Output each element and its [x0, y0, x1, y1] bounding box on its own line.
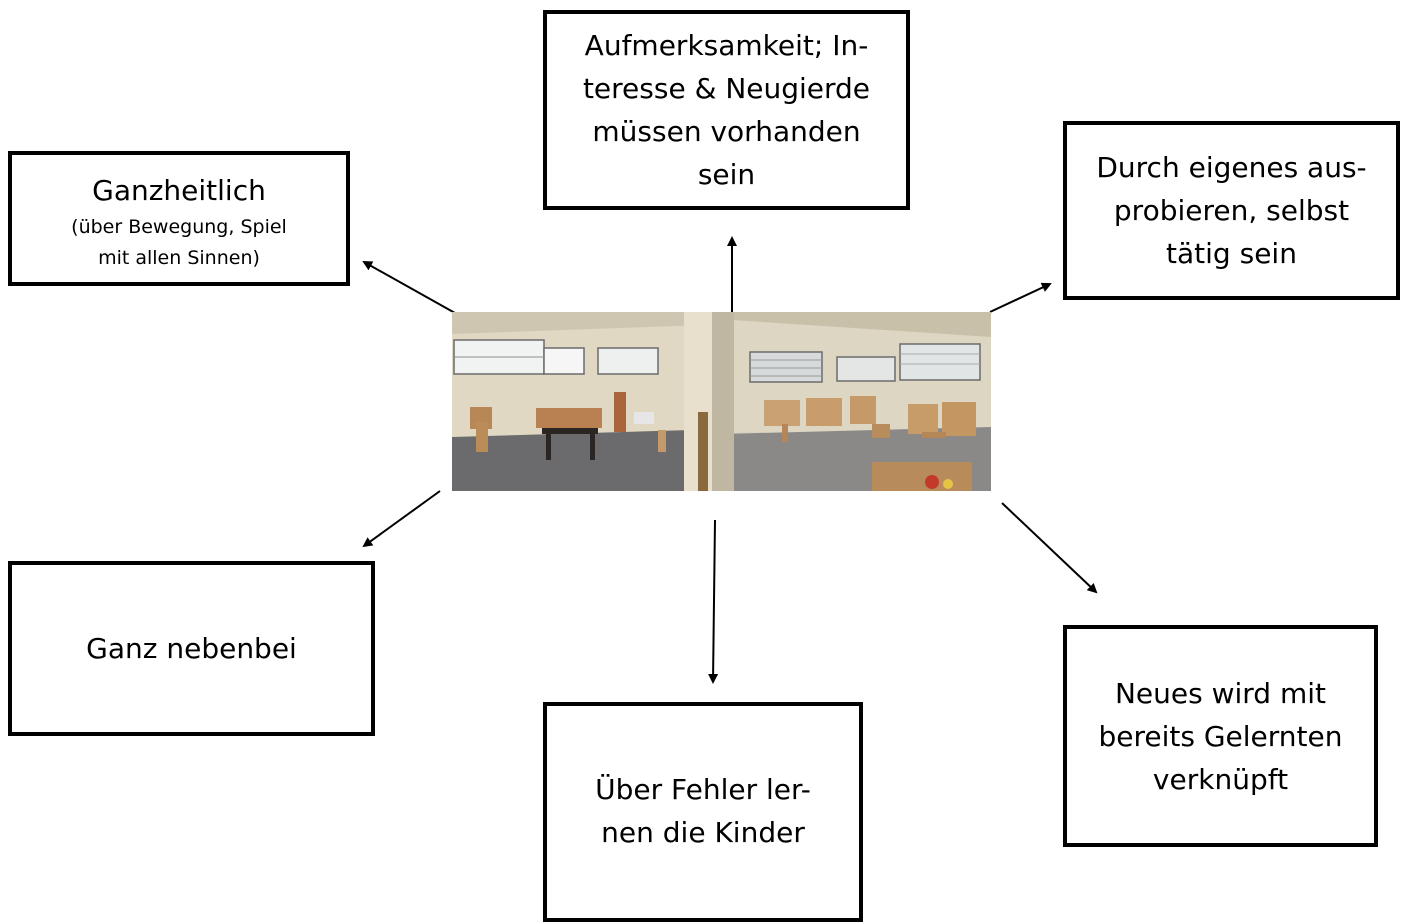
- arrow-to-fehler: [708, 519, 719, 684]
- node-text-line: probieren, selbst: [1113, 194, 1350, 227]
- node-subtext-line: mit allen Sinnen): [98, 247, 260, 269]
- node-attention-interest: Aufmerksamkeit; In- teresse & Neugierde …: [543, 10, 910, 210]
- node-trying-out: Durch eigenes aus- probieren, selbst tät…: [1063, 121, 1400, 300]
- node-text-line: verknüpft: [1152, 762, 1289, 796]
- arrow-to-nebenbei: [362, 490, 441, 548]
- node-text-line: Neues wird mit: [1114, 676, 1327, 710]
- node-text-line: Über Fehler ler-: [595, 773, 811, 806]
- node-linking-new-knowledge: Neues wird mit bereits Gelernten verknüp…: [1063, 625, 1378, 847]
- arrow-to-neues: [1001, 502, 1098, 594]
- classroom-panorama-photo: [452, 312, 991, 491]
- node-text-line: sein: [697, 158, 756, 191]
- node-text-line: Ganz nebenbei: [86, 632, 297, 665]
- node-text-line: Aufmerksamkeit; In-: [584, 29, 869, 62]
- node-title: Ganzheitlich: [92, 174, 266, 207]
- node-incidentally: Ganz nebenbei: [8, 561, 375, 736]
- node-learning-from-mistakes: Über Fehler ler- nen die Kinder: [543, 702, 863, 922]
- node-text-line: teresse & Neugierde: [582, 72, 871, 105]
- node-text-line: bereits Gelernten: [1098, 719, 1343, 753]
- arrow-to-durch: [989, 282, 1052, 313]
- node-text-line: müssen vorhanden: [592, 115, 861, 148]
- node-text-line: nen die Kinder: [601, 816, 805, 849]
- node-holistic: Ganzheitlich (über Bewegung, Spiel mit a…: [8, 151, 350, 286]
- node-text-line: Durch eigenes aus-: [1096, 151, 1367, 184]
- connector-arrows: [362, 236, 1098, 684]
- arrow-to-ganzheitlich: [362, 261, 456, 314]
- node-subtext-line: (über Bewegung, Spiel: [71, 216, 287, 238]
- node-text-line: tätig sein: [1166, 237, 1297, 270]
